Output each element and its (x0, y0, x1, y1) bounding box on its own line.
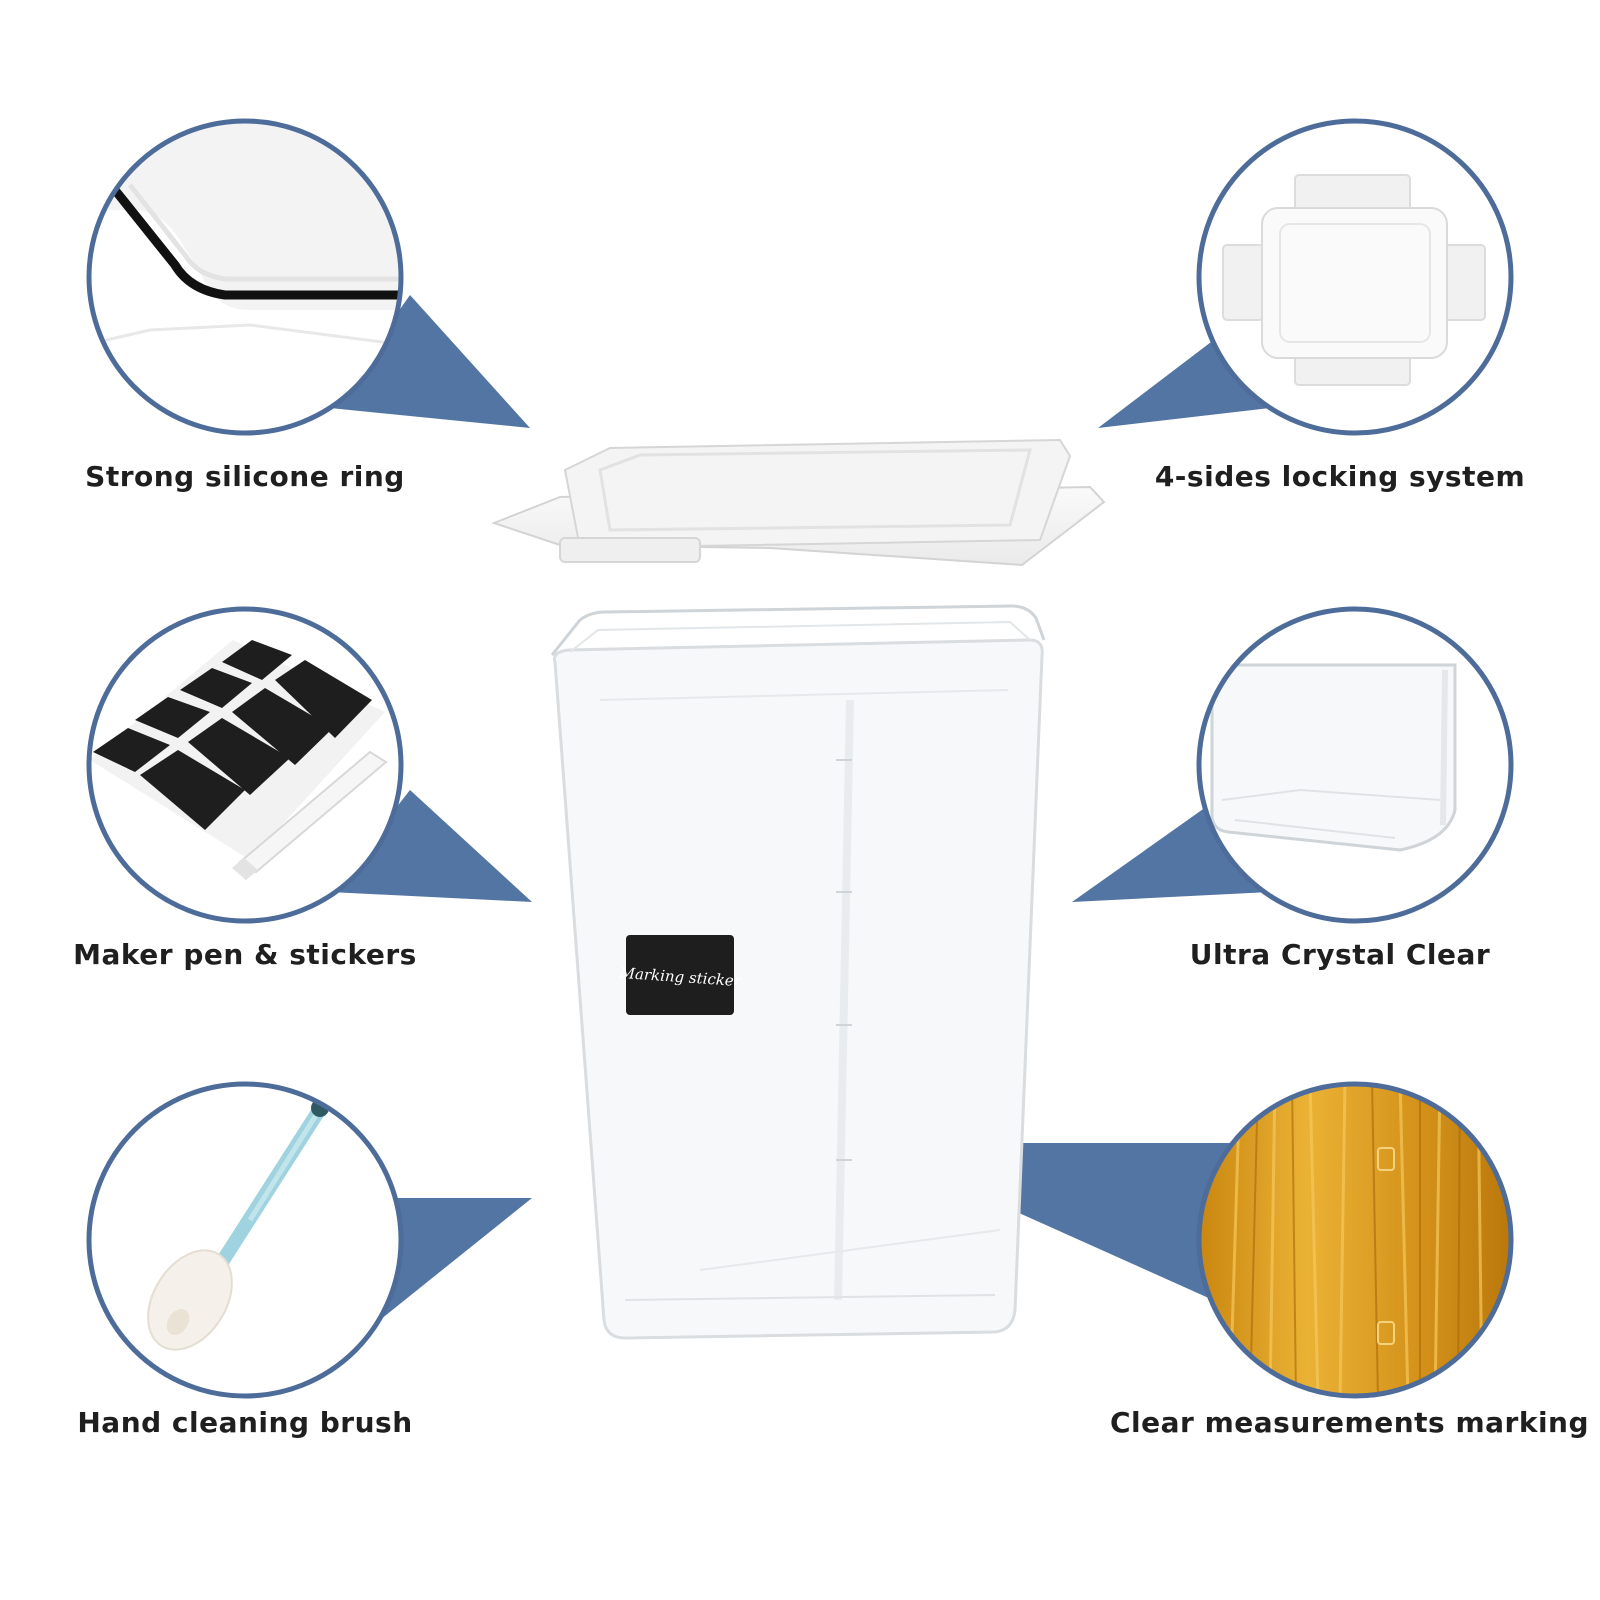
pointer-stickers (330, 790, 532, 902)
locking-lid-icon (1196, 118, 1514, 436)
container-lid (491, 438, 1106, 567)
pointer-silicone-ring (330, 295, 530, 428)
caption-cleaning-brush: Hand cleaning brush (77, 1406, 413, 1439)
sticker-sheet (93, 640, 372, 830)
caption-locking-system: 4-sides locking system (1154, 460, 1526, 493)
caption-silicone-ring: Strong silicone ring (85, 460, 405, 493)
clear-container-icon (1196, 606, 1514, 924)
marker-pen (232, 750, 388, 880)
silicone-ring-icon (86, 118, 404, 436)
caption-measurement-marking: Clear measurements marking (1110, 1406, 1590, 1439)
cleaning-brush-icon (86, 1081, 404, 1399)
stickers-pen-icon (86, 606, 404, 924)
pasta-measurement-icon (1196, 1081, 1514, 1399)
caption-stickers-pen: Maker pen & stickers (73, 938, 417, 971)
storage-container: Marking sticker (550, 604, 1046, 1340)
caption-crystal-clear: Ultra Crystal Clear (1189, 938, 1491, 971)
marking-sticker: Marking sticker (618, 935, 742, 1015)
